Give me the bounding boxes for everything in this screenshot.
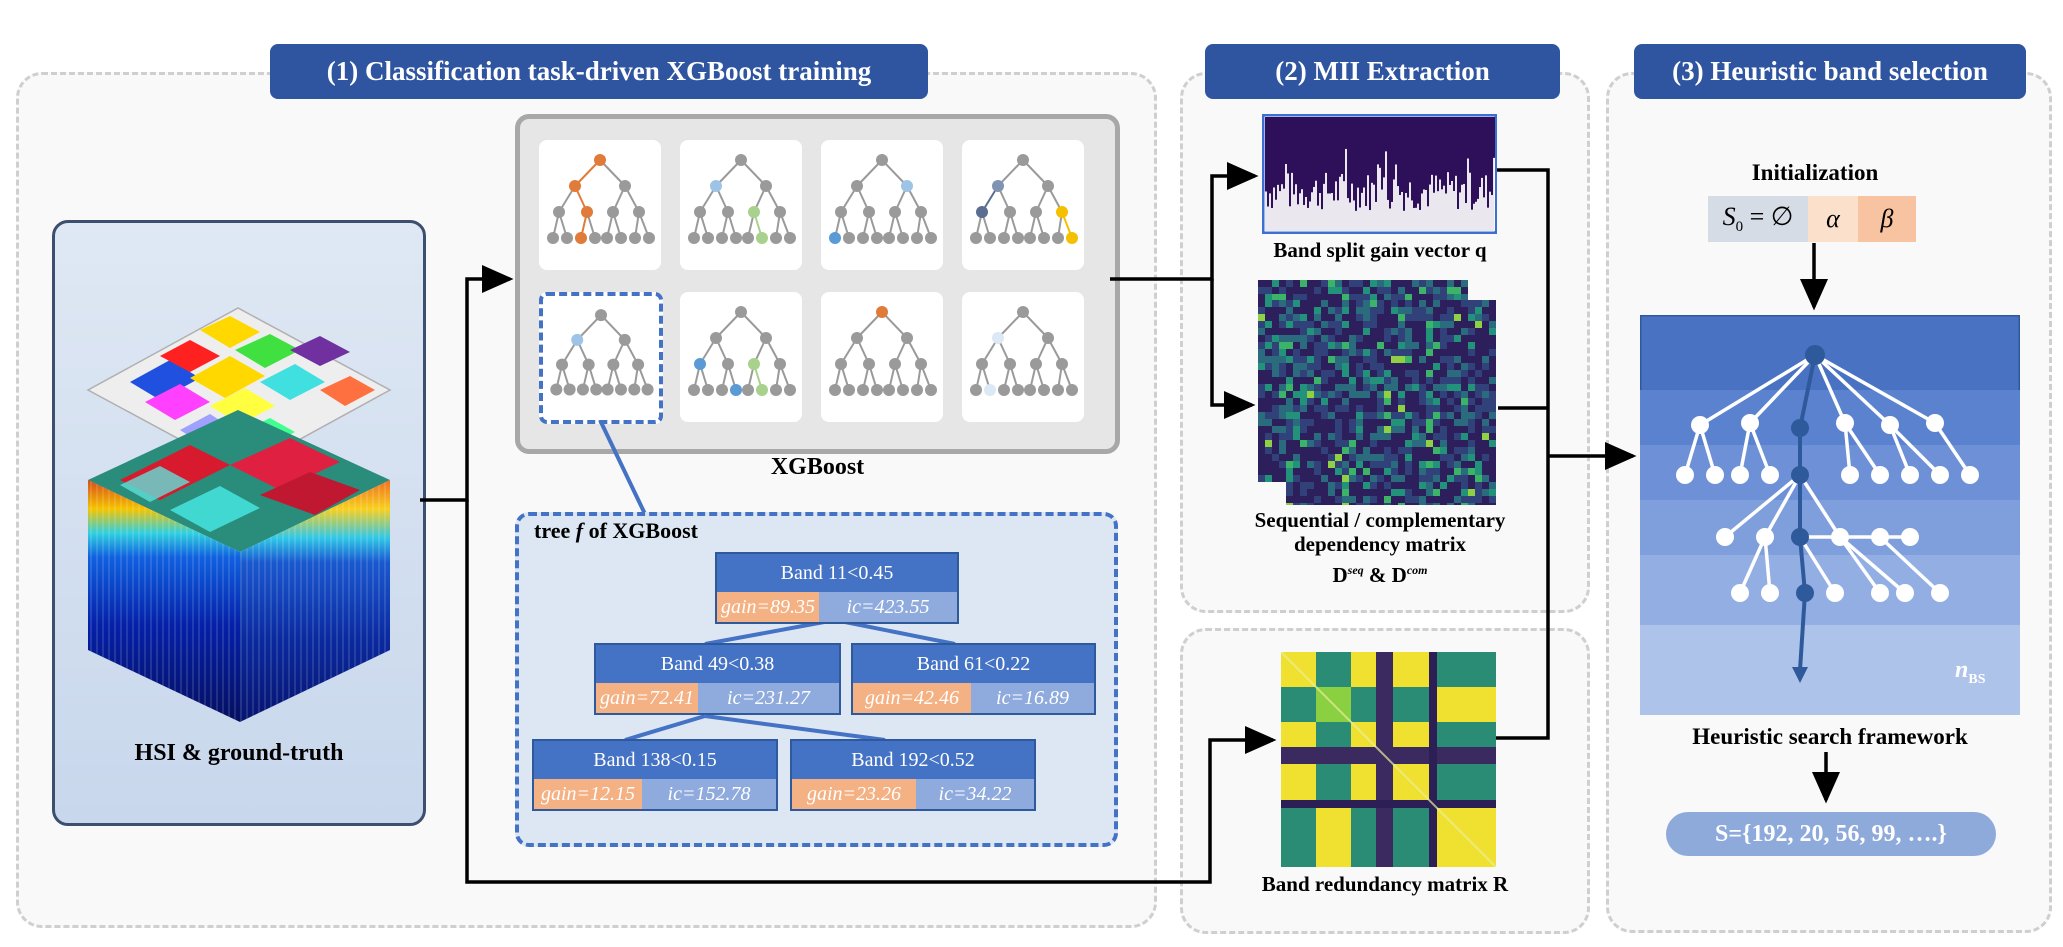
dependency-symbols-text: Dseq & Dcom bbox=[1332, 563, 1428, 587]
node-split-label: Band 192<0.52 bbox=[851, 748, 975, 771]
mini-tree-5-icon bbox=[550, 309, 654, 396]
dependency-matrix-plot bbox=[1258, 280, 1496, 505]
node-gain-value: gain=42.46 bbox=[853, 683, 971, 713]
tree-f-title-post: of XGBoost bbox=[583, 518, 698, 543]
tree-card-4 bbox=[962, 140, 1084, 270]
framework-label: Heuristic search framework bbox=[1692, 724, 1968, 749]
node-gain-value: gain=23.26 bbox=[792, 779, 916, 809]
result-text: S={192, 20, 56, 99, ….} bbox=[1715, 820, 1947, 847]
mini-tree-7-icon bbox=[829, 306, 937, 396]
tree-f-title-pre: tree bbox=[534, 518, 576, 543]
mini-tree-4-icon bbox=[970, 154, 1078, 244]
selected-tree-connector bbox=[598, 420, 647, 515]
redundancy-label: Band redundancy matrix R bbox=[1261, 872, 1509, 896]
tree-f-edges bbox=[624, 618, 956, 742]
node-gain-value: gain=12.15 bbox=[534, 779, 642, 809]
init-alpha: α bbox=[1808, 196, 1858, 242]
mini-tree-6-icon bbox=[688, 306, 796, 396]
redundancy-matrix-plot bbox=[1281, 652, 1496, 867]
heuristic-search-tree bbox=[1640, 315, 2020, 715]
node-ic-value: ic=231.27 bbox=[698, 683, 839, 713]
mini-tree-1-icon bbox=[547, 154, 655, 244]
mini-tree-8-icon bbox=[970, 306, 1078, 396]
node-split-label: Band 61<0.22 bbox=[916, 652, 1031, 675]
tree-card-6 bbox=[680, 292, 802, 422]
tree-card-7 bbox=[821, 292, 943, 422]
tree-card-8 bbox=[962, 292, 1084, 422]
nbs-label: nBS bbox=[1955, 657, 1985, 688]
hsi-label: HSI & ground-truth bbox=[134, 740, 344, 766]
initialization-label: Initialization bbox=[1751, 160, 1879, 185]
node-ic-value: ic=34.22 bbox=[916, 779, 1034, 809]
init-beta: β bbox=[1858, 196, 1916, 242]
init-s0-text: S0 = ∅ bbox=[1722, 201, 1794, 236]
init-s0: S0 = ∅ bbox=[1708, 196, 1808, 242]
node-split-label: Band 49<0.38 bbox=[660, 652, 775, 675]
tree-card-1 bbox=[539, 140, 661, 270]
xgboost-label: XGBoost bbox=[770, 454, 865, 480]
dependency-label-line1: Sequential / complementary bbox=[1254, 508, 1506, 532]
result-selected-bands: S={192, 20, 56, 99, ….} bbox=[1666, 812, 1996, 856]
node-ic-value: ic=152.78 bbox=[642, 779, 776, 809]
node-split-label: Band 11<0.45 bbox=[780, 561, 894, 584]
node-split-label: Band 138<0.15 bbox=[593, 748, 717, 771]
node-gain-value: gain=72.41 bbox=[596, 683, 698, 713]
header-step3: (3) Heuristic band selection bbox=[1634, 44, 2026, 99]
dependency-symbols: Dseq & Dcom bbox=[1220, 563, 1540, 587]
dependency-label-line2: dependency matrix bbox=[1293, 532, 1467, 556]
band-split-gain-label: Band split gain vector q bbox=[1273, 238, 1487, 262]
node-gain-value: gain=89.35 bbox=[717, 592, 819, 622]
node-ic-value: ic=423.55 bbox=[819, 592, 957, 622]
initialization-row: S0 = ∅ α β bbox=[1708, 196, 1916, 242]
tree-f-title-var: f bbox=[575, 518, 584, 543]
tree-f-title: tree f of XGBoost bbox=[534, 518, 698, 543]
tree-card-2 bbox=[680, 140, 802, 270]
header-step1: (1) Classification task-driven XGBoost t… bbox=[270, 44, 928, 99]
node-ic-value: ic=16.89 bbox=[971, 683, 1094, 713]
hsi-cube-illustration bbox=[86, 307, 392, 722]
mini-tree-2-icon bbox=[688, 154, 796, 244]
tree-card-5-selected bbox=[539, 292, 663, 424]
tree-card-3 bbox=[821, 140, 943, 270]
band-split-gain-vector-plot bbox=[1262, 114, 1497, 234]
nbs-text: nBS bbox=[1955, 657, 1986, 687]
header-step2: (2) MII Extraction bbox=[1205, 44, 1560, 99]
mini-tree-3-icon bbox=[829, 154, 937, 244]
